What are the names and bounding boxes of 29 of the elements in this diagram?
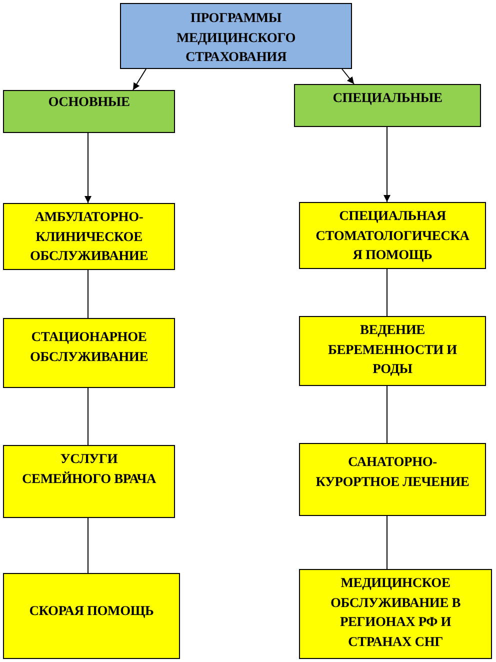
box-label: САНАТОРНО-КУРОРТНОЕ ЛЕЧЕНИЕ (314, 453, 470, 490)
box-label: УСЛУГИ СЕМЕЙНОГО ВРАЧА (20, 450, 158, 488)
connector-line (386, 516, 388, 570)
arrow (342, 68, 354, 84)
arrow (132, 68, 146, 90)
box-label: МЕДИЦИНСКОЕ ОБСЛУЖИВАНИЕ В РЕГИОНАХ РФ И СТРАНАХ СНГ (329, 574, 462, 650)
connector-line (386, 268, 388, 316)
box-label: СКОРАЯ ПОМОЩЬ (28, 602, 155, 620)
category-box (3, 90, 175, 133)
box-label: ВЕДЕНИЕ БЕРЕМЕННОСТИ И РОДЫ (327, 321, 458, 378)
box-label: СПЕЦИАЛЬНАЯ СТОМАТОЛОГИЧЕСКА Я ПОМОЩЬ (314, 207, 470, 264)
box-label: АМБУЛАТОРНО-КЛИНИЧЕСКОЕ ОБСЛУЖИВАНИЕ (28, 208, 150, 265)
service-box (299, 316, 486, 386)
service-box (3, 318, 175, 388)
arrow (84, 132, 92, 204)
service-box (299, 202, 486, 269)
box-title: ПРОГРАММЫ МЕДИЦИНСКОГО СТРАХОВАНИЯ (175, 9, 297, 66)
box-label: ОСНОВНЫЕ (47, 93, 131, 111)
box-label: СТАЦИОНАРНОЕ ОБСЛУЖИВАНИЕ (28, 328, 150, 366)
box-label: СПЕЦИАЛЬНЫЕ (332, 89, 444, 107)
program-box (120, 3, 352, 69)
service-box (3, 203, 175, 270)
service-box (299, 443, 486, 516)
service-box (299, 569, 492, 659)
connector-line (386, 386, 388, 444)
category-box (294, 84, 481, 127)
service-box (3, 573, 180, 659)
service-box (3, 445, 175, 518)
arrow (384, 126, 390, 202)
